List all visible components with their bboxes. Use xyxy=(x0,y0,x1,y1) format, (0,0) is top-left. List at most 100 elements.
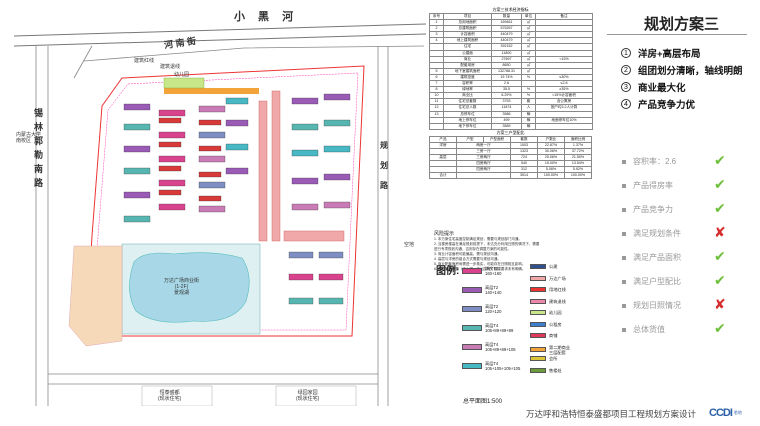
legend-swatch xyxy=(530,367,546,373)
legend-item: 高层T2 140+140 xyxy=(462,285,501,295)
building xyxy=(291,177,319,185)
legend-label: 高层T4 105+105+105+105 xyxy=(485,361,521,371)
risk-note: 4. 高层与洋房的组合方式需要与规划沟通。 xyxy=(434,257,501,261)
mix-cell: 100.00% xyxy=(564,172,592,180)
criterion-label: 满足户型配比 xyxy=(633,277,681,286)
criterion-label: 产品竞争力 xyxy=(633,205,673,214)
legend-swatch xyxy=(530,356,546,361)
building xyxy=(198,195,222,202)
table-cell: 辆 xyxy=(521,122,536,130)
legend-label: 第二期商业 三层配套 xyxy=(549,344,570,355)
legend-label: 幼儿园 xyxy=(549,310,562,315)
table-cell: <15% xyxy=(535,55,593,63)
mix-header-cell: 面积比例 xyxy=(564,135,592,143)
point-number: 1 xyxy=(621,48,631,58)
table-cell: 含公寓房 xyxy=(535,98,593,106)
table-cell: ≤30% xyxy=(535,73,593,82)
legend-swatch xyxy=(530,321,546,327)
legend-swatch xyxy=(462,325,482,331)
criterion: 总体货值 xyxy=(622,324,709,335)
building xyxy=(158,165,182,172)
mix-cell: 合计 xyxy=(429,172,457,180)
building xyxy=(323,173,351,181)
building xyxy=(291,203,319,211)
plan-scale: 总平面图1:500 xyxy=(463,399,503,405)
building xyxy=(288,251,314,259)
mix-cell: 37.72% xyxy=(564,147,592,156)
point-text: 商业最大化 xyxy=(638,83,686,94)
legend-label: 建筑退线 xyxy=(549,298,566,304)
building xyxy=(288,273,314,281)
criterion: 满足规划条件 xyxy=(622,228,709,239)
legend-label: 高层T4 105+89+89+105 xyxy=(485,342,516,352)
site-label-kindergarten: 幼儿园 xyxy=(174,72,190,78)
building xyxy=(123,123,151,131)
legend-label: 万达广场 xyxy=(549,275,566,281)
building xyxy=(123,215,151,223)
legend-item: 第二期商业 三层配套 xyxy=(530,345,570,355)
criterion: 满足户型配比 xyxy=(622,276,709,287)
criterion-bullet xyxy=(622,207,626,212)
legend-label: 公租房 xyxy=(549,321,562,327)
mix-header-row: 产品户型户型面积套数户数比面积比例 xyxy=(429,135,592,143)
building xyxy=(123,145,151,153)
legend-item: 商铺 xyxy=(530,333,557,338)
risk-notes-title: 风险提示 xyxy=(434,231,455,237)
legend-swatch xyxy=(462,268,482,274)
building xyxy=(288,297,314,305)
legend-label: 公建 xyxy=(549,264,558,269)
site-plan: 小 黑 河 河 南 街 锡 林 郭 勒 南 路 规 划 路 内蒙古大学 南校区 … xyxy=(14,6,426,406)
criterion-bullet xyxy=(622,303,626,308)
criterion-bullet xyxy=(622,327,626,332)
legend-item: 高层T4 105+89+89+89 xyxy=(462,323,513,333)
building xyxy=(198,155,226,163)
check-icon: ✔ xyxy=(714,176,726,192)
point-text: 产品竞争力优 xyxy=(638,100,696,111)
building xyxy=(123,191,151,199)
road-label-right: 规 划 路 xyxy=(380,141,388,190)
building xyxy=(323,145,351,153)
building xyxy=(158,203,186,211)
legend-label: 高层T4 105+89+89+89 xyxy=(485,323,514,333)
criterion-bullet xyxy=(622,159,626,164)
mix-cell: 13.54% xyxy=(564,160,592,168)
table-cell: 地下停车位 xyxy=(443,122,492,130)
legend-swatch xyxy=(530,347,546,352)
table-cell: <15%计容面积 xyxy=(535,92,593,100)
table-cell: ≤2.8 xyxy=(535,80,593,88)
building xyxy=(198,119,222,126)
building xyxy=(291,149,319,157)
check-icon: ✔ xyxy=(714,152,726,168)
legend-item: 公建 xyxy=(530,264,557,269)
legend-item: 万达广场 xyxy=(530,275,566,281)
building xyxy=(323,93,351,101)
building xyxy=(158,155,186,163)
bottom-left-housing-label: 恒泰盛都 (现状住宅) xyxy=(158,390,182,402)
table-cell: 地面停车位10% xyxy=(535,116,593,124)
logo-mark: CCDI xyxy=(709,407,733,419)
building xyxy=(158,117,182,124)
legend-item: 高层T2 120+120 xyxy=(462,304,501,314)
legend-item: 建筑退线 xyxy=(530,298,566,304)
risk-note: 1. 本方案住宅高度控制满足规划，需要与规划部门沟通。 xyxy=(434,237,522,241)
legend-item: 幼儿园 xyxy=(530,310,562,315)
criterion: 规划日照情况 xyxy=(622,300,709,311)
building xyxy=(198,205,226,213)
risk-note: 2. 当楼房楼高在满足规划前提下，未达充分利用日照的情况下，需要 xyxy=(434,242,540,246)
bottom-right-housing-label: 绿园家园 (现状住宅) xyxy=(296,390,320,402)
legend-item: 高层T4 105+89+89+105 xyxy=(462,342,516,352)
building xyxy=(198,131,226,139)
point-number: 3 xyxy=(621,82,631,92)
